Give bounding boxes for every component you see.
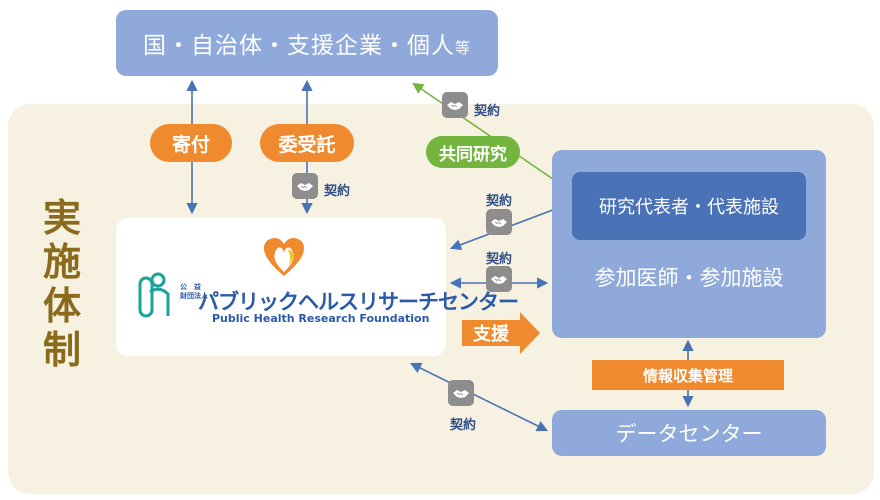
logo-small-text: 公 益 財団法人: [180, 283, 208, 301]
title-char: 体: [42, 284, 81, 328]
handshake-icon: [486, 266, 512, 292]
handshake-icon: [448, 380, 474, 406]
research-representative-box: 研究代表者・代表施設: [572, 172, 806, 240]
donation-pill: 寄付: [150, 124, 232, 162]
info-management-bar: 情報収集管理: [592, 360, 784, 390]
data-center-box: データセンター: [552, 410, 826, 456]
funders-label: 国・自治体・支援企業・個人: [142, 33, 455, 59]
title-char: 実: [42, 196, 81, 240]
logo-small-line1: 公 益: [180, 283, 201, 291]
commission-pill: 委受託: [260, 124, 354, 162]
participants-label: 参加医師・参加施設: [594, 266, 784, 290]
handshake-icon: [292, 173, 318, 199]
logo-name-en: Public Health Research Foundation: [212, 312, 430, 325]
funders-suffix: 等: [454, 38, 471, 57]
handshake-icon: [442, 92, 468, 118]
contract-label: 契約: [486, 194, 513, 209]
vertical-title: 実 施 体 制: [38, 196, 86, 372]
contract-label: 契約: [486, 252, 513, 267]
logo-heart-icon: [264, 238, 304, 276]
logo-small-line2: 財団法人: [180, 292, 208, 300]
support-arrow-shape: [462, 312, 540, 354]
contract-label: 契約: [474, 104, 501, 119]
support-label: 支援: [473, 324, 509, 345]
joint-research-pill: 共同研究: [426, 136, 520, 168]
contract-datacenter-arrow: [409, 362, 549, 432]
contract-label: 契約: [324, 184, 351, 199]
title-char: 制: [42, 328, 81, 372]
logo-figure-icon: [138, 272, 170, 318]
handshake-icon: [486, 209, 512, 235]
funders-box: 国・自治体・支援企業・個人等: [116, 10, 498, 76]
contract-label: 契約: [450, 418, 477, 433]
logo-name-jp: パブリックヘルスリサーチセンター: [198, 290, 519, 314]
title-char: 施: [42, 240, 81, 284]
